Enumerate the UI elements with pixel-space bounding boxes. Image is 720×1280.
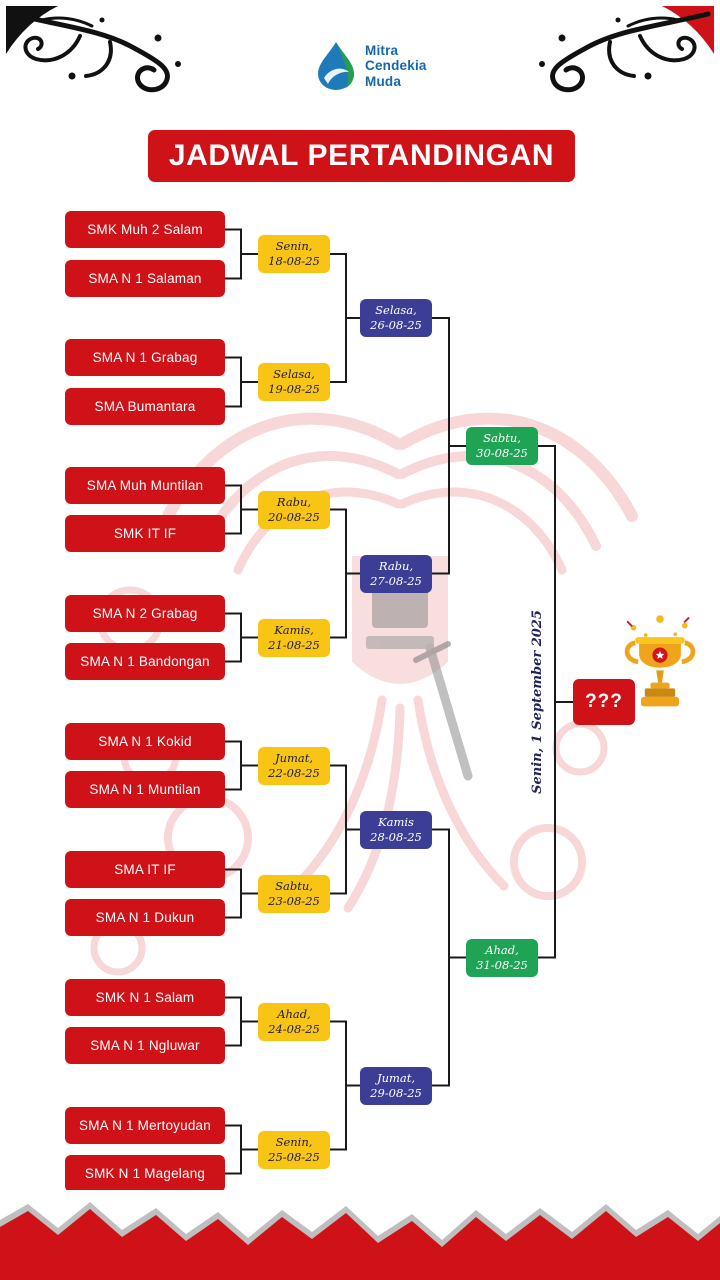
match-schedule-box: Sabtu, 23-08-25 [258, 875, 330, 913]
match-date: 29-08-25 [370, 1086, 422, 1100]
match-day: Rabu, [378, 559, 414, 574]
quarterfinal-schedule-box: Jumat, 29-08-25 [360, 1067, 432, 1105]
match-date: 25-08-25 [268, 1150, 320, 1164]
team-box: SMA N 1 Kokid [65, 723, 225, 760]
torn-paper-edge [0, 1190, 720, 1280]
match-day: Jumat, [274, 751, 314, 766]
match-date: 27-08-25 [370, 574, 422, 588]
final-winner-box: ??? [573, 679, 635, 725]
team-box: SMA N 1 Bandongan [65, 643, 225, 680]
match-day: Selasa, [273, 367, 315, 382]
match-day: Sabtu, [275, 879, 313, 894]
crest-and-sword-watermark [366, 584, 473, 781]
logo-text-line1: Mitra [365, 42, 399, 58]
logo-text-line2: Cendekia [365, 58, 427, 74]
team-box: SMK IT IF [65, 515, 225, 552]
team-box: SMA N 1 Dukun [65, 899, 225, 936]
match-day: Selasa, [375, 303, 417, 318]
trophy-icon [624, 615, 696, 707]
match-day: Jumat, [376, 1071, 416, 1086]
match-schedule-box: Selasa, 19-08-25 [258, 363, 330, 401]
team-box: SMA N 1 Mertoyudan [65, 1107, 225, 1144]
team-box: SMA IT IF [65, 851, 225, 888]
match-schedule-box: Senin, 18-08-25 [258, 235, 330, 273]
match-date: 23-08-25 [268, 894, 320, 908]
match-date: 24-08-25 [268, 1022, 320, 1036]
match-day: Sabtu, [483, 431, 521, 446]
match-day: Senin, [275, 1135, 313, 1150]
title-banner: JADWAL PERTANDINGAN [148, 130, 575, 182]
match-schedule-box: Jumat, 22-08-25 [258, 747, 330, 785]
team-box: SMK N 1 Magelang [65, 1155, 225, 1192]
quarterfinal-schedule-box: Kamis 28-08-25 [360, 811, 432, 849]
logo-drop-icon [318, 42, 354, 90]
match-date: 21-08-25 [268, 638, 320, 652]
match-schedule-box: Rabu, 20-08-25 [258, 491, 330, 529]
match-date: 18-08-25 [268, 254, 320, 268]
team-box: SMA Bumantara [65, 388, 225, 425]
semifinal-schedule-box: Ahad, 31-08-25 [466, 939, 538, 977]
match-schedule-box: Kamis, 21-08-25 [258, 619, 330, 657]
quarterfinal-schedule-box: Selasa, 26-08-25 [360, 299, 432, 337]
team-box: SMA N 1 Salaman [65, 260, 225, 297]
match-date: 28-08-25 [370, 830, 422, 844]
match-date: 20-08-25 [268, 510, 320, 524]
match-schedule-box: Senin, 25-08-25 [258, 1131, 330, 1169]
team-box: SMK Muh 2 Salam [65, 211, 225, 248]
match-date: 22-08-25 [268, 766, 320, 780]
match-day: Rabu, [276, 495, 312, 510]
semifinal-schedule-box: Sabtu, 30-08-25 [466, 427, 538, 465]
team-box: SMA N 1 Grabag [65, 339, 225, 376]
team-box: SMK N 1 Salam [65, 979, 225, 1016]
corner-flourish-left-icon [6, 6, 181, 93]
match-date: 19-08-25 [268, 382, 320, 396]
match-date: 31-08-25 [476, 958, 528, 972]
corner-flourish-right-icon [539, 6, 714, 93]
team-box: SMA N 1 Ngluwar [65, 1027, 225, 1064]
match-date: 26-08-25 [370, 318, 422, 332]
team-box: SMA N 1 Muntilan [65, 771, 225, 808]
match-day: Senin, [275, 239, 313, 254]
match-schedule-box: Ahad, 24-08-25 [258, 1003, 330, 1041]
page-title: JADWAL PERTANDINGAN [168, 139, 555, 172]
match-day: Kamis, [274, 623, 314, 638]
match-day: Kamis [378, 815, 414, 830]
match-day: Ahad, [485, 943, 519, 958]
logo-text-line3: Muda [365, 73, 402, 89]
team-box: SMA Muh Muntilan [65, 467, 225, 504]
quarterfinal-schedule-box: Rabu, 27-08-25 [360, 555, 432, 593]
team-box: SMA N 2 Grabag [65, 595, 225, 632]
logo: Mitra Cendekia Muda [316, 40, 427, 92]
match-day: Ahad, [277, 1007, 311, 1022]
match-date: 30-08-25 [476, 446, 528, 460]
final-schedule-label: Senin, 1 September 2025 [530, 610, 545, 794]
